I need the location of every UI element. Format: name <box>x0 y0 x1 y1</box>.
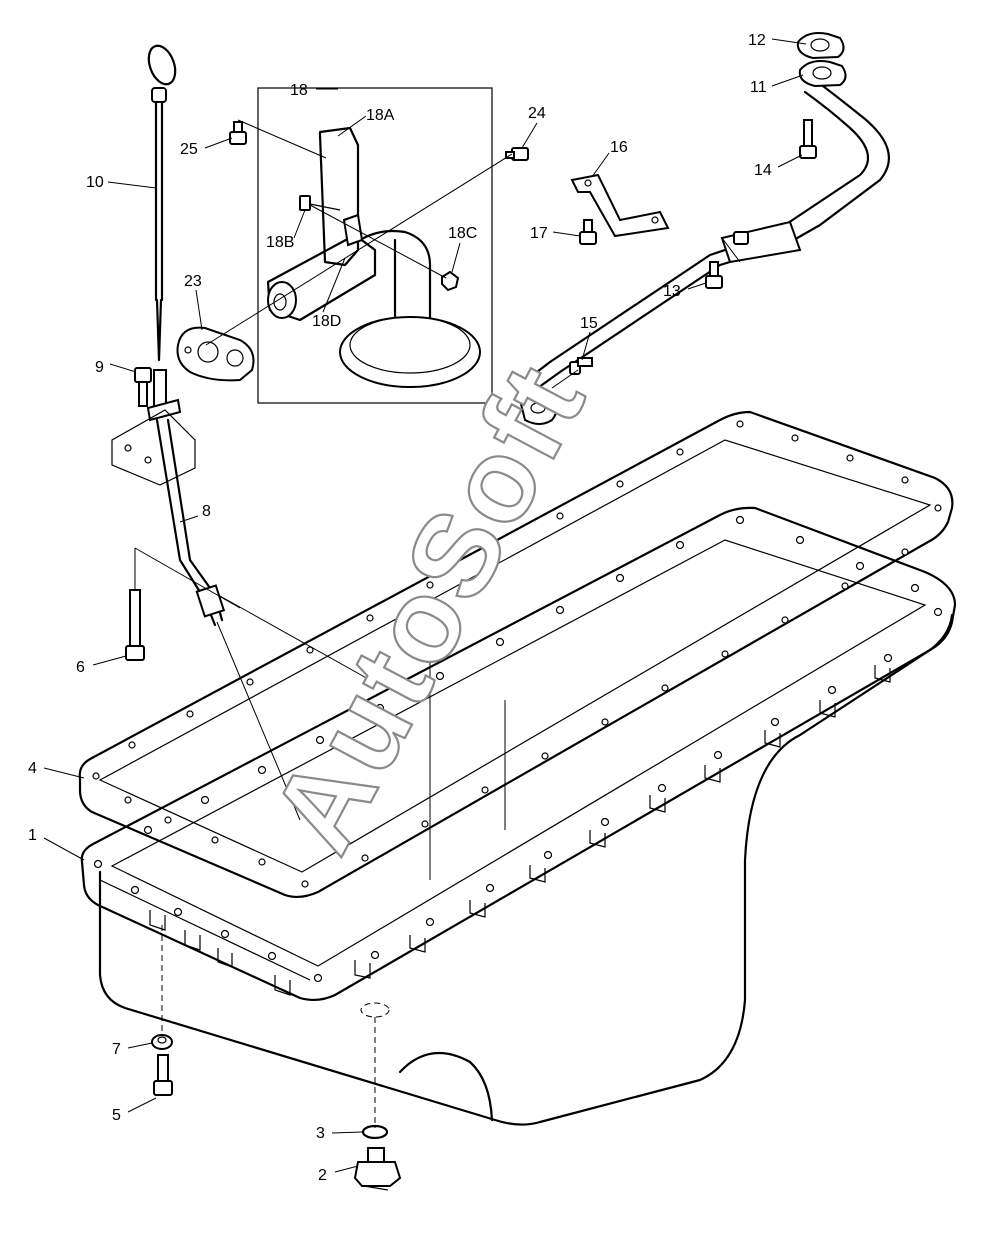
callout-labels: 1 2 3 4 5 6 7 8 9 10 11 12 13 14 15 16 1… <box>28 32 772 1184</box>
callout-8: 8 <box>202 503 211 520</box>
oil-pipe <box>518 78 890 425</box>
gasket-bolt-holes <box>92 420 942 888</box>
bolt-24 <box>505 147 529 161</box>
leader-lines <box>43 38 807 1173</box>
callout-14: 14 <box>754 162 772 179</box>
callout-18: 18 <box>290 82 308 99</box>
gasket-12 <box>796 32 845 60</box>
drain-plug-2 <box>353 1147 402 1191</box>
callout-25: 25 <box>180 141 198 158</box>
bolt-14 <box>799 119 817 159</box>
oil-pan <box>80 506 957 1128</box>
callout-11: 11 <box>750 79 767 96</box>
callout-16: 16 <box>610 139 628 156</box>
o-ring-3 <box>361 1124 389 1140</box>
dipstick-tube <box>111 369 226 627</box>
callout-2: 2 <box>318 1167 327 1184</box>
callout-9: 9 <box>95 359 104 376</box>
bolt-6 <box>125 547 241 661</box>
bolt-9 <box>134 367 152 407</box>
bolt-17 <box>579 219 597 245</box>
oil-pan-gasket <box>78 410 954 899</box>
callout-18a: 18A <box>366 107 395 124</box>
pan-bolt-holes <box>93 515 943 983</box>
callout-12: 12 <box>748 32 766 49</box>
callout-13: 13 <box>663 283 681 300</box>
callout-18d: 18D <box>312 313 341 330</box>
callout-6: 6 <box>76 659 85 676</box>
callout-17: 17 <box>530 225 548 242</box>
callout-18b: 18B <box>266 234 294 251</box>
callout-23: 23 <box>184 273 202 290</box>
callout-5: 5 <box>112 1107 121 1124</box>
flange-11 <box>798 60 847 88</box>
callout-4: 4 <box>28 760 37 777</box>
dipstick <box>147 44 177 362</box>
callout-15: 15 <box>580 315 598 332</box>
callout-7: 7 <box>112 1041 121 1058</box>
bolt-25 <box>229 121 247 145</box>
callout-3: 3 <box>316 1125 325 1142</box>
bracket-16 <box>570 173 670 238</box>
bolt-5 <box>153 1054 173 1096</box>
callout-1: 1 <box>28 827 37 844</box>
bolt-15 <box>569 357 593 375</box>
callout-24: 24 <box>528 105 546 122</box>
pan-flange-ribs <box>149 665 891 996</box>
gasket-23 <box>176 326 255 382</box>
callout-18c: 18C <box>448 225 477 242</box>
washer-7 <box>151 1034 173 1050</box>
bolt-13 <box>705 261 723 289</box>
callout-10: 10 <box>86 174 104 191</box>
